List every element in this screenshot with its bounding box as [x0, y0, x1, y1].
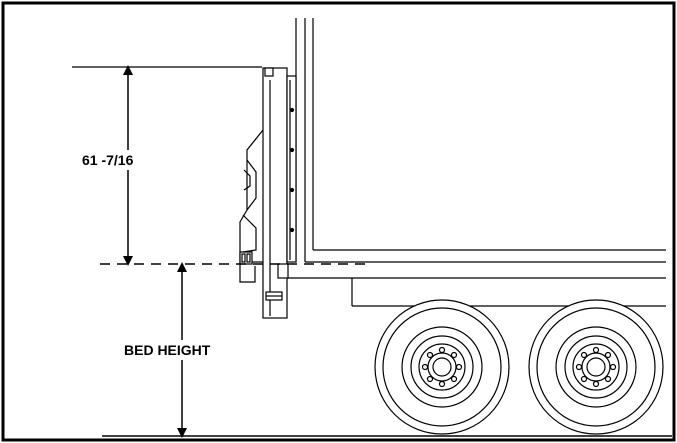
- rear-wheel-left: [374, 299, 510, 435]
- top-label-backdrop: [80, 150, 172, 170]
- rear-wheel-right: [528, 299, 664, 435]
- bottom-label-backdrop: [122, 340, 244, 360]
- bed-height-label: BED HEIGHT: [124, 342, 211, 358]
- liftgate: [239, 67, 297, 319]
- top-dimension-label: 61 -7/16: [82, 152, 134, 168]
